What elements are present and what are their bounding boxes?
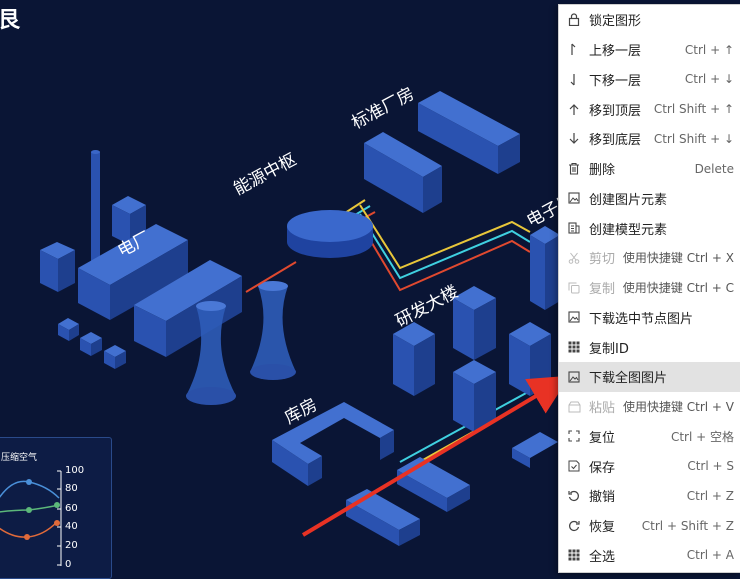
menu-item-shortcut: Ctrl + ↓ [684, 72, 734, 87]
menu-item[interactable]: 全选 Ctrl + A [559, 541, 740, 571]
mini-chart-canvas [0, 470, 62, 566]
menu-item[interactable]: 复制ID [559, 332, 740, 362]
menu-item[interactable]: 复位 Ctrl + 空格 [559, 422, 740, 452]
menu-item-shortcut: 使用快捷键 Ctrl + C [622, 281, 734, 296]
redo-icon [567, 519, 581, 533]
menu-item-label: 删除 [589, 163, 616, 179]
menu-item-label: 锁定图形 [589, 14, 642, 30]
series-orange-point [24, 534, 30, 540]
menu-item-shortcut: Delete [694, 161, 734, 176]
menu-item-label: 粘贴 [589, 401, 616, 417]
y-tick: 0 [65, 559, 72, 570]
menu-item[interactable]: 锁定图形 [559, 5, 740, 35]
series-blue-point [26, 479, 32, 485]
power-plant-buildings[interactable] [40, 150, 242, 369]
menu-item-label: 下载选中节点图片 [589, 311, 694, 327]
image-icon [567, 310, 581, 324]
menu-item-shortcut: 使用快捷键 Ctrl + X [622, 251, 734, 266]
menu-item-label: 恢复 [589, 520, 616, 536]
copy-icon [567, 281, 581, 295]
series-green-point [54, 502, 60, 508]
menu-item-label: 移到顶层 [589, 103, 642, 119]
menu-item[interactable]: 下载选中节点图片 [559, 303, 740, 333]
arrow-up-icon [567, 43, 581, 57]
menu-item[interactable]: 创建模型元素 [559, 213, 740, 243]
menu-item-label: 创建图片元素 [589, 192, 668, 208]
menu-item-label: 复位 [589, 430, 616, 446]
menu-item-label: 剪切 [589, 252, 616, 268]
lock-icon [567, 13, 581, 27]
menu-item-shortcut: Ctrl + S [687, 459, 734, 474]
series-green-point [26, 507, 32, 513]
menu-item[interactable]: 保存 Ctrl + S [559, 451, 740, 481]
menu-item[interactable]: 上移一层 Ctrl + ↑ [559, 35, 740, 65]
grid-icon [567, 548, 581, 562]
menu-item[interactable]: 删除 Delete [559, 154, 740, 184]
arrow-down-icon [567, 72, 581, 86]
menu-item-shortcut: 使用快捷键 Ctrl + V [622, 400, 734, 415]
menu-item: 剪切使用快捷键 Ctrl + X [559, 243, 740, 273]
menu-item-label: 移到底层 [589, 133, 642, 149]
scissors-icon [567, 251, 581, 265]
menu-item-label: 创建模型元素 [589, 222, 668, 238]
mini-chart-title: 压缩空气 [1, 453, 38, 463]
menu-item[interactable]: 移到底层 Ctrl Shift + ↓ [559, 124, 740, 154]
menu-item-label: 复制 [589, 282, 616, 298]
mini-line-chart-panel[interactable]: 压缩空气 100 80 60 40 20 0 [0, 437, 112, 579]
paste-icon [567, 400, 581, 414]
trash-icon [567, 162, 581, 176]
image-icon [567, 370, 581, 384]
menu-item-label: 复制ID [589, 341, 629, 357]
context-menu[interactable]: 锁定图形上移一层 Ctrl + ↑ 下移一层 Ctrl + ↓ 移到顶层 Ctrl Shi… [558, 4, 740, 573]
grid-icon [567, 340, 581, 354]
menu-item-shortcut: Ctrl + A [686, 548, 734, 563]
y-tick: 20 [65, 540, 78, 551]
menu-item-shortcut: Ctrl Shift + ↓ [653, 131, 734, 146]
cooling-towers[interactable] [186, 281, 296, 405]
energy-hub-disk[interactable] [287, 210, 373, 258]
menu-item-shortcut: Ctrl + Z [686, 488, 734, 503]
warehouse-buildings[interactable] [272, 402, 470, 546]
menu-item-shortcut: Ctrl + 空格 [670, 429, 734, 444]
menu-item-label: 上移一层 [589, 44, 642, 60]
menu-item: 复制使用快捷键 Ctrl + C [559, 273, 740, 303]
save-icon [567, 459, 581, 473]
image-icon [567, 191, 581, 205]
y-tick: 100 [65, 465, 85, 476]
annotation-arrow [301, 375, 570, 537]
electronics-plant-buildings[interactable] [530, 226, 560, 310]
reset-icon [567, 429, 581, 443]
menu-item-shortcut: Ctrl + Shift + Z [641, 518, 734, 533]
menu-item-label: 下移一层 [589, 73, 642, 89]
arrow-bottom-icon [567, 132, 581, 146]
menu-item-label: 全选 [589, 549, 616, 565]
rd-buildings[interactable] [393, 286, 558, 468]
menu-item-shortcut: Ctrl + ↑ [684, 42, 734, 57]
undo-icon [567, 489, 581, 503]
menu-item[interactable]: 创建图片元素 [559, 184, 740, 214]
menu-item[interactable]: 下载全图图片 [559, 362, 740, 392]
y-tick: 60 [65, 503, 78, 514]
menu-item-shortcut: Ctrl Shift + ↑ [653, 102, 734, 117]
menu-item: 粘贴使用快捷键 Ctrl + V [559, 392, 740, 422]
corner-title: 艮 [0, 8, 21, 33]
series-orange-point [54, 520, 60, 526]
menu-item-label: 下载全图图片 [589, 371, 668, 387]
arrow-top-icon [567, 102, 581, 116]
standard-plant-buildings[interactable] [364, 91, 520, 213]
y-tick: 40 [65, 521, 78, 532]
menu-item[interactable]: 下移一层 Ctrl + ↓ [559, 65, 740, 95]
menu-item[interactable]: 移到顶层 Ctrl Shift + ↑ [559, 94, 740, 124]
y-tick: 80 [65, 483, 78, 494]
menu-item[interactable]: 恢复 Ctrl + Shift + Z [559, 511, 740, 541]
model-icon [567, 221, 581, 235]
menu-item[interactable]: 撤销 Ctrl + Z [559, 481, 740, 511]
menu-item-label: 保存 [589, 460, 616, 476]
menu-item-label: 撤销 [589, 490, 616, 506]
